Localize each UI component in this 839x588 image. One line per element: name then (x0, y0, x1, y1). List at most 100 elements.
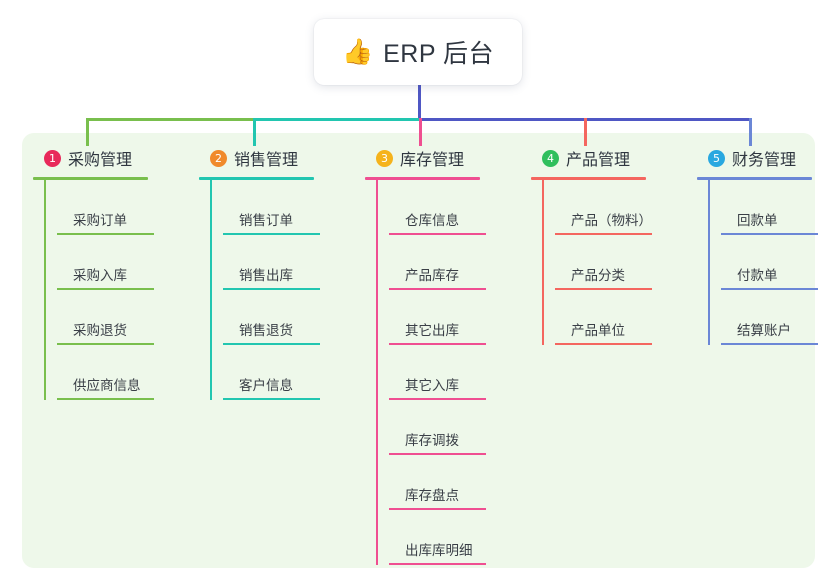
leaf-item[interactable]: 仓库信息 (389, 180, 486, 235)
leaf-item-label: 采购订单 (73, 213, 127, 228)
connector-bus-segment-1 (86, 118, 254, 121)
root-node-erp-backend[interactable]: 👍 ERP 后台 (314, 19, 522, 85)
leaf-item-label: 产品库存 (405, 268, 459, 283)
leaf-item-rule (223, 398, 320, 400)
leaf-item-label: 付款单 (737, 268, 778, 283)
leaf-item[interactable]: 销售订单 (223, 180, 320, 235)
column-stem-line (542, 180, 544, 345)
leaf-item-label: 产品单位 (571, 323, 625, 338)
column-header-4[interactable]: 4 产品管理 (531, 145, 646, 171)
leaf-item-rule (389, 288, 486, 290)
number-badge-icon: 4 (542, 149, 559, 167)
leaf-item[interactable]: 销售退货 (223, 290, 320, 345)
column-items-4: 产品（物料） 产品分类产品单位 (531, 180, 652, 345)
leaf-item-label: 库存盘点 (405, 488, 459, 503)
leaf-item[interactable]: 库存调拨 (389, 400, 486, 455)
connector-drop-1 (86, 118, 89, 146)
leaf-item[interactable]: 库存盘点 (389, 455, 486, 510)
column-stem-line (210, 180, 212, 400)
column-2: 2 销售管理销售订单销售出库销售退货客户信息 (199, 145, 320, 400)
leaf-item-label: 产品分类 (571, 268, 625, 283)
connector-drop-4 (584, 118, 587, 146)
column-header-rule (697, 177, 812, 180)
leaf-item-label: 客户信息 (239, 378, 293, 393)
leaf-item-rule (223, 288, 320, 290)
column-title: 财务管理 (732, 152, 797, 169)
leaf-item-rule (389, 453, 486, 455)
leaf-item[interactable]: 产品单位 (555, 290, 652, 345)
leaf-item[interactable]: 出库库明细 (389, 510, 486, 565)
leaf-item-rule (223, 343, 320, 345)
leaf-item-label: 采购入库 (73, 268, 127, 283)
column-5: 5 财务管理回款单付款单结算账户 (697, 145, 818, 345)
leaf-item[interactable]: 采购入库 (57, 235, 154, 290)
connector-drop-2 (253, 118, 256, 146)
leaf-item-rule (57, 343, 154, 345)
leaf-item-rule (721, 233, 818, 235)
leaf-item[interactable]: 供应商信息 (57, 345, 154, 400)
number-badge-icon: 2 (210, 149, 227, 167)
leaf-item[interactable]: 销售出库 (223, 235, 320, 290)
number-badge-icon: 1 (44, 149, 61, 167)
leaf-item[interactable]: 采购退货 (57, 290, 154, 345)
leaf-item[interactable]: 产品库存 (389, 235, 486, 290)
column-4: 4 产品管理产品（物料） 产品分类产品单位 (531, 145, 652, 345)
column-header-5[interactable]: 5 财务管理 (697, 145, 812, 171)
column-title: 采购管理 (68, 152, 133, 169)
leaf-item[interactable]: 其它入库 (389, 345, 486, 400)
root-node-title: ERP 后台 (383, 40, 495, 68)
leaf-item-rule (389, 563, 486, 565)
leaf-item-label: 采购退货 (73, 323, 127, 338)
column-header-rule (33, 177, 148, 180)
column-header-rule (531, 177, 646, 180)
number-badge-icon: 5 (708, 149, 725, 167)
leaf-item-rule (389, 343, 486, 345)
diagram-panel-background (22, 133, 815, 568)
leaf-item-label: 出库库明细 (405, 543, 473, 558)
leaf-item-rule (555, 343, 652, 345)
thumbs-up-icon: 👍 (341, 37, 374, 66)
connector-drop-3 (419, 118, 422, 146)
leaf-item-label: 其它出库 (405, 323, 459, 338)
column-items-1: 采购订单采购入库采购退货供应商信息 (33, 180, 154, 400)
leaf-item[interactable]: 结算账户 (721, 290, 818, 345)
leaf-item-rule (389, 233, 486, 235)
column-title: 销售管理 (234, 152, 299, 169)
leaf-item[interactable]: 产品（物料） (555, 180, 652, 235)
leaf-item-label: 仓库信息 (405, 213, 459, 228)
leaf-item[interactable]: 其它出库 (389, 290, 486, 345)
column-stem-line (376, 180, 378, 565)
leaf-item[interactable]: 付款单 (721, 235, 818, 290)
leaf-item-rule (721, 288, 818, 290)
column-header-1[interactable]: 1 采购管理 (33, 145, 148, 171)
leaf-item[interactable]: 采购订单 (57, 180, 154, 235)
column-stem-line (44, 180, 46, 400)
leaf-item-label: 销售出库 (239, 268, 293, 283)
leaf-item-rule (223, 233, 320, 235)
column-title: 产品管理 (566, 152, 631, 169)
column-items-3: 仓库信息产品库存其它出库其它入库库存调拨库存盘点出库库明细 (365, 180, 486, 565)
leaf-item-rule (389, 398, 486, 400)
leaf-item-rule (57, 398, 154, 400)
leaf-item-rule (555, 288, 652, 290)
column-items-2: 销售订单销售出库销售退货客户信息 (199, 180, 320, 400)
connector-drop-5 (749, 118, 752, 146)
leaf-item-rule (57, 233, 154, 235)
leaf-item-label: 供应商信息 (73, 378, 141, 393)
column-stem-line (708, 180, 710, 345)
column-items-5: 回款单付款单结算账户 (697, 180, 818, 345)
leaf-item-label: 销售订单 (239, 213, 293, 228)
connector-bus-segment-2 (253, 118, 420, 121)
leaf-item[interactable]: 产品分类 (555, 235, 652, 290)
leaf-item-label: 回款单 (737, 213, 778, 228)
column-header-rule (365, 177, 480, 180)
column-header-2[interactable]: 2 销售管理 (199, 145, 314, 171)
leaf-item[interactable]: 回款单 (721, 180, 818, 235)
number-badge-icon: 3 (376, 149, 393, 167)
leaf-item-label: 结算账户 (737, 323, 791, 338)
leaf-item[interactable]: 客户信息 (223, 345, 320, 400)
